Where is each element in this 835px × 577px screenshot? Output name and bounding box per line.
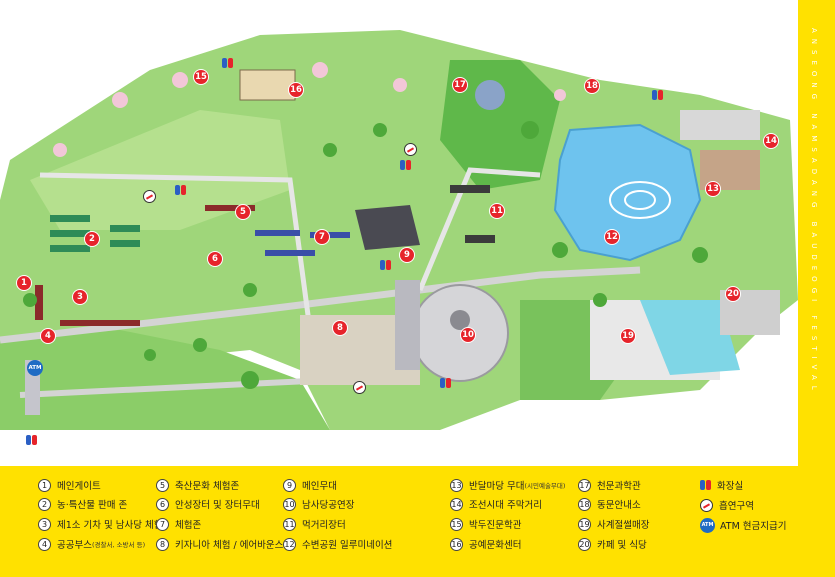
map-marker[interactable]: 14 xyxy=(763,133,779,149)
map-marker[interactable]: 15 xyxy=(193,69,209,85)
festival-title: ANSEONG NAMSADANG BAUDEOGI FESTIVAL xyxy=(810,28,818,396)
atm-icon: ATM xyxy=(27,360,43,376)
map-illustration xyxy=(0,30,798,430)
restroom-icon xyxy=(175,185,186,195)
legend-symbol: 화장실 xyxy=(700,477,743,493)
map-marker[interactable]: 1 xyxy=(16,275,32,291)
map-marker[interactable]: 17 xyxy=(452,77,468,93)
restroom-icon xyxy=(700,480,711,490)
map-marker[interactable]: 11 xyxy=(489,203,505,219)
no-smoking-icon xyxy=(700,498,713,512)
map-marker[interactable]: 2 xyxy=(84,231,100,247)
map-marker[interactable]: 13 xyxy=(705,181,721,197)
map-marker[interactable]: 18 xyxy=(584,78,600,94)
legend-symbol: ATM ATM 현금지급기 xyxy=(700,517,786,533)
map-marker[interactable]: 20 xyxy=(725,286,741,302)
restroom-icon xyxy=(222,58,233,68)
no-smoking-icon xyxy=(353,381,366,394)
map-marker[interactable]: 16 xyxy=(288,82,304,98)
festival-title-sidebar: ANSEONG NAMSADANG BAUDEOGI FESTIVAL xyxy=(798,0,835,466)
no-smoking-icon xyxy=(143,190,156,203)
map-marker[interactable]: 9 xyxy=(399,247,415,263)
restroom-icon xyxy=(652,90,663,100)
legend-symbol: 흡연구역 xyxy=(700,497,754,513)
map-marker[interactable]: 5 xyxy=(235,204,251,220)
map-marker[interactable]: 10 xyxy=(460,327,476,343)
map-marker[interactable]: 4 xyxy=(40,328,56,344)
restroom-icon xyxy=(400,160,411,170)
map-marker[interactable]: 12 xyxy=(604,229,620,245)
map-marker[interactable]: 19 xyxy=(620,328,636,344)
atm-icon: ATM xyxy=(700,517,715,533)
map-marker[interactable]: 6 xyxy=(207,251,223,267)
map-marker[interactable]: 8 xyxy=(332,320,348,336)
map-marker[interactable]: 3 xyxy=(72,289,88,305)
restroom-icon xyxy=(440,378,451,388)
festival-map[interactable]: 1 2 3 4 5 6 7 8 9 10 11 12 13 14 15 16 1… xyxy=(0,0,798,466)
no-smoking-icon xyxy=(404,143,417,156)
restroom-icon xyxy=(380,260,391,270)
restroom-icon xyxy=(26,435,37,445)
map-marker[interactable]: 7 xyxy=(314,229,330,245)
